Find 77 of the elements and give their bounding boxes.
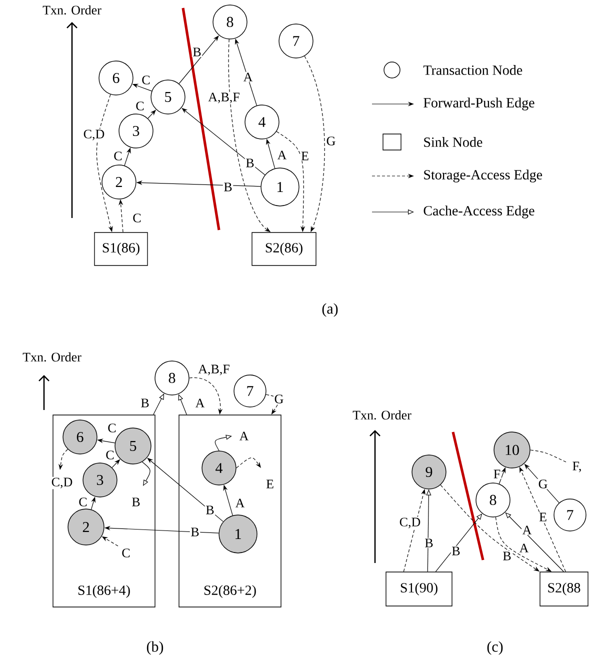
edge-label: C: [104, 450, 116, 460]
panel-caption: (a): [322, 303, 338, 317]
edge-label: C: [140, 74, 152, 86]
edge-label: B: [450, 546, 462, 556]
transaction-node: 8: [212, 4, 248, 40]
transaction-node: 3: [118, 114, 154, 148]
edge-label: B: [140, 398, 150, 408]
transaction-node: 2: [68, 508, 104, 546]
edge-label: E: [300, 150, 310, 162]
transaction-node: 8: [476, 482, 510, 518]
edge-label: C: [134, 100, 146, 112]
transaction-node: 8: [154, 360, 190, 396]
edge-label: C,D: [398, 516, 422, 530]
transaction-node: 6: [62, 420, 98, 454]
edge-label: A: [194, 398, 206, 408]
edge-label: B: [222, 182, 234, 192]
sink-node: S2(88: [540, 572, 588, 606]
edge-label: B: [204, 504, 216, 516]
transaction-node: 9: [412, 454, 446, 490]
sink-node: S1(86): [94, 232, 148, 266]
edge-label: A: [518, 542, 530, 554]
transaction-node: 4: [202, 450, 236, 486]
edge-label: C,D: [50, 476, 74, 490]
edge-label: A: [234, 498, 246, 508]
transaction-node: 7: [554, 498, 586, 532]
edge-label: C: [132, 212, 142, 224]
edge-label: C: [106, 422, 118, 434]
edge-label: A,B,F: [197, 364, 231, 376]
dashed-line: [530, 450, 566, 462]
edge-label: G: [274, 394, 284, 404]
transaction-node: 2: [102, 164, 136, 200]
edge-label: A: [522, 524, 532, 536]
edge-label: F: [492, 468, 502, 480]
edge-label: B: [502, 550, 512, 562]
edge-label: A: [242, 72, 254, 82]
edge-label: G: [326, 136, 336, 146]
panel-caption: (c): [487, 641, 503, 655]
edge-label: A: [276, 150, 288, 160]
transaction-node: 7: [278, 24, 314, 58]
edge-label: C: [112, 150, 124, 162]
transaction-node: 1: [260, 168, 300, 206]
legend-text: Cache-Access Edge: [424, 206, 534, 218]
sink-node: S2(86): [252, 232, 316, 266]
axis-label: Txn. Order: [42, 5, 102, 15]
edge-label: B: [192, 46, 202, 58]
edge-label: B: [190, 526, 200, 538]
panel-caption: (b): [146, 641, 164, 655]
axis-label: Txn. Order: [22, 352, 82, 362]
edge-label: B: [424, 538, 434, 548]
transaction-node: 5: [114, 428, 152, 464]
legend-text: Transaction Node: [423, 65, 522, 75]
transaction-node: 3: [82, 462, 118, 498]
legend-text: Forward-Push Edge: [424, 98, 534, 110]
edge-label: G: [538, 478, 548, 490]
transaction-node: 7: [234, 374, 266, 408]
edge-label: C: [120, 548, 132, 558]
edge-label: F,: [571, 460, 583, 474]
edge-label: E: [265, 478, 275, 490]
transaction-node: 5: [150, 80, 186, 114]
transaction-node: 1: [218, 514, 258, 554]
edge-label: C: [78, 496, 88, 508]
legend-text: Sink Node: [424, 137, 482, 147]
edge-label: A,B,F: [207, 92, 241, 104]
transaction-node: 10: [494, 432, 530, 468]
transaction-node: 4: [244, 104, 280, 140]
arrow: [142, 462, 150, 486]
edge-label: C,D: [82, 128, 106, 142]
arrow: [214, 434, 232, 451]
transaction-node: 6: [98, 60, 134, 96]
edge-label: E: [538, 512, 548, 522]
edge-label: B: [130, 496, 142, 508]
dashed-arrow: [236, 458, 261, 468]
axis-label: Txn. Order: [352, 410, 412, 420]
edge-label: A: [238, 430, 250, 442]
edge-label: B: [244, 158, 256, 168]
legend-text: Storage-Access Edge: [424, 170, 542, 182]
sink-node: S1(90): [386, 572, 452, 606]
